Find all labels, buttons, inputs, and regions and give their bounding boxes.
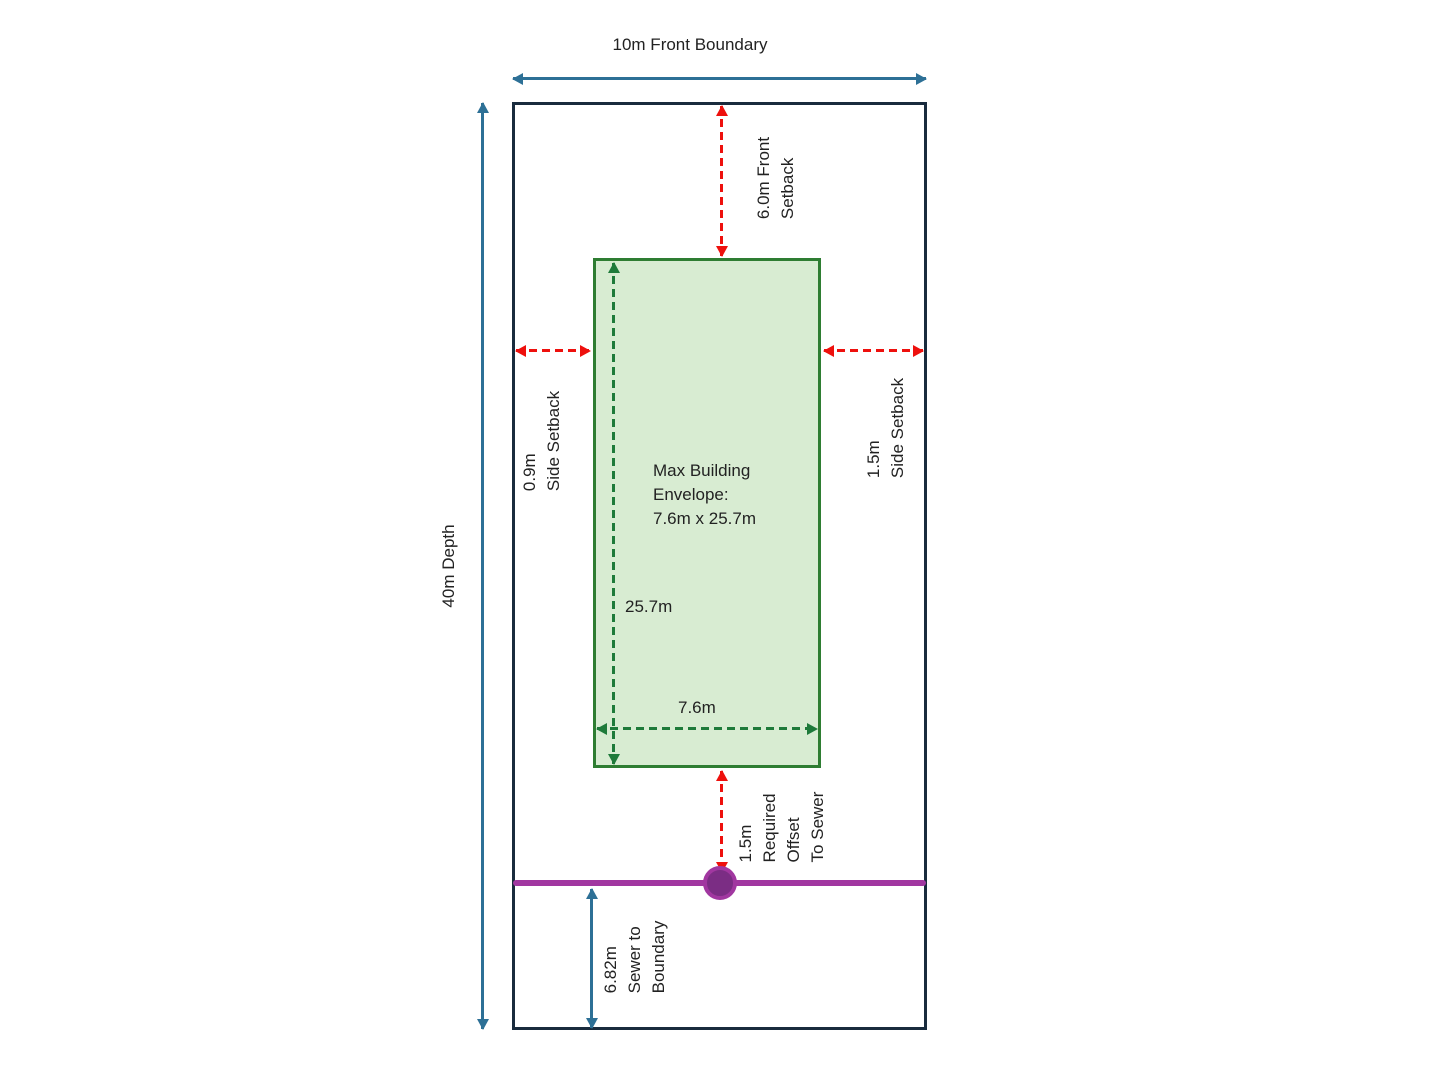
arrowhead-left-icon — [515, 344, 526, 357]
arrowhead-up-icon — [476, 102, 489, 113]
front-boundary-dim-arrow — [512, 72, 927, 85]
envelope-label: Max Building Envelope: 7.6m x 25.7m — [653, 461, 756, 528]
arrowhead-left-icon — [823, 344, 834, 357]
sewer-to-boundary-label: 6.82m Sewer to Boundary — [601, 920, 668, 994]
arrowhead-left-icon — [512, 72, 523, 85]
right-side-setback-label: 1.5m Side Setback — [864, 377, 907, 479]
sewer-to-boundary-dim-arrow — [585, 888, 598, 1029]
arrowhead-right-icon — [807, 722, 818, 735]
sewer-connection-point — [703, 866, 737, 900]
depth-label: 40m Depth — [439, 524, 458, 608]
arrowhead-right-icon — [913, 344, 924, 357]
building-envelope — [593, 258, 821, 768]
arrowhead-left-icon — [596, 722, 607, 735]
depth-dim-arrow — [476, 102, 489, 1030]
arrowhead-down-icon — [476, 1019, 489, 1030]
sewer-offset-label: 1.5m Required Offset To Sewer — [736, 791, 827, 863]
envelope-height-arrow — [607, 262, 620, 765]
lot-boundary — [512, 102, 927, 1030]
envelope-width-label: 7.6m — [678, 698, 716, 717]
front-setback-arrow — [715, 105, 728, 257]
right-side-setback-arrow — [823, 344, 924, 357]
arrowhead-down-icon — [607, 754, 620, 765]
arrowhead-down-icon — [585, 1018, 598, 1029]
arrowhead-up-icon — [715, 770, 728, 781]
arrowhead-up-icon — [585, 888, 598, 899]
arrowhead-down-icon — [715, 246, 728, 257]
sewer-offset-arrow — [715, 770, 728, 873]
arrowhead-up-icon — [715, 105, 728, 116]
front-setback-label: 6.0m Front Setback — [754, 136, 797, 220]
arrowhead-right-icon — [916, 72, 927, 85]
envelope-width-arrow — [596, 722, 818, 735]
front-boundary-label: 10m Front Boundary — [612, 35, 768, 54]
left-side-setback-label: 0.9m Side Setback — [520, 390, 563, 492]
envelope-height-label: 25.7m — [625, 597, 673, 616]
left-side-setback-arrow — [515, 344, 591, 357]
arrowhead-up-icon — [607, 262, 620, 273]
arrowhead-right-icon — [580, 344, 591, 357]
